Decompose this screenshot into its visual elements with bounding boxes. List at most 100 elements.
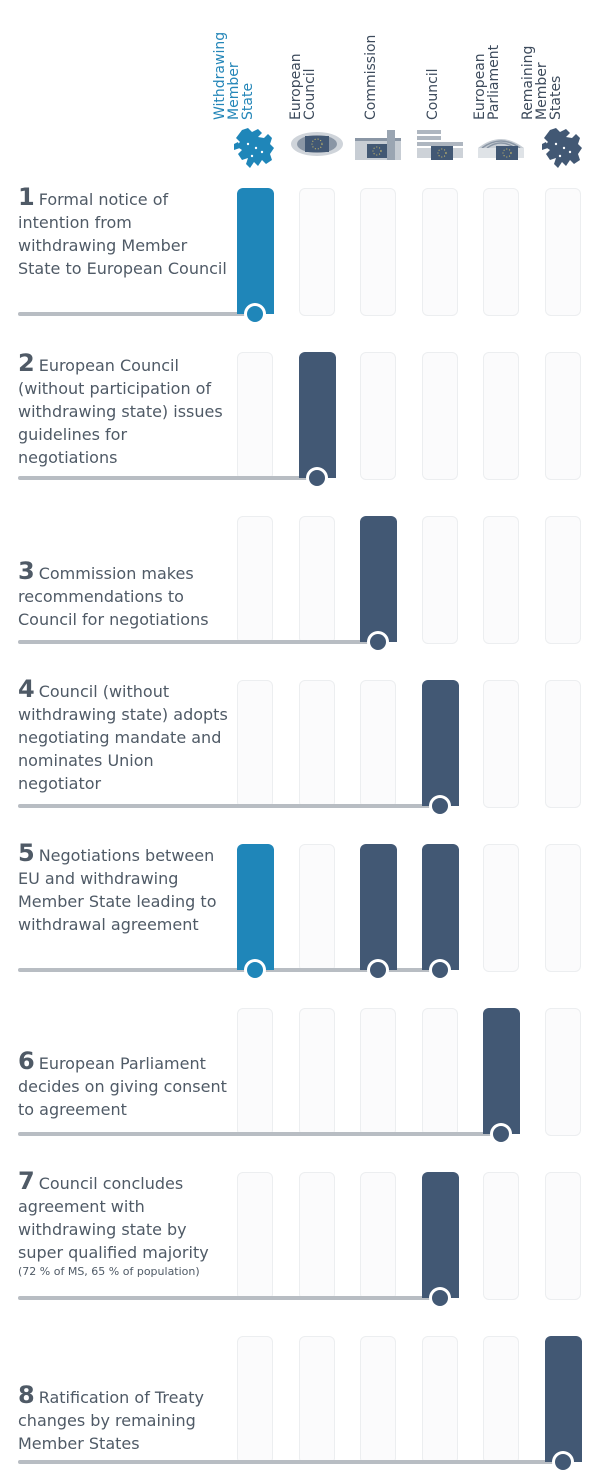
column-header-com: Commission <box>358 6 398 120</box>
empty-slot <box>360 1008 396 1136</box>
actor-bar-com <box>360 844 397 970</box>
step-text: European Parliament decides on giving co… <box>18 1054 227 1119</box>
step-node <box>244 303 266 325</box>
connector-line <box>18 968 440 972</box>
empty-slot <box>545 516 581 644</box>
empty-slot <box>545 352 581 480</box>
actor-bar-ec <box>299 352 336 478</box>
european-council-building-icon <box>290 124 344 178</box>
empty-slot <box>422 188 458 316</box>
empty-slot <box>545 1172 581 1300</box>
empty-slot <box>360 680 396 808</box>
connector-line <box>18 312 255 316</box>
column-header-cou: Council <box>420 6 460 120</box>
step-number: 2 <box>18 349 35 377</box>
actor-bar-rms <box>545 1336 582 1462</box>
empty-slot <box>360 352 396 480</box>
actor-bar-cou <box>422 680 459 806</box>
column-header-wms: Withdrawing Member State <box>212 6 275 120</box>
empty-slot <box>360 1336 396 1464</box>
empty-slot <box>483 516 519 644</box>
step-text: European Council (without participation … <box>18 356 223 467</box>
connector-line <box>18 1296 440 1300</box>
column-label: Remaining Member States <box>520 45 564 120</box>
column-label: Commission <box>363 34 379 120</box>
council-building-icon <box>413 124 467 178</box>
column-label: European Parliament <box>472 44 502 120</box>
empty-slot <box>422 1336 458 1464</box>
step-text: Formal notice of intention from withdraw… <box>18 190 227 278</box>
empty-slot <box>483 680 519 808</box>
empty-slot <box>299 188 335 316</box>
europe-map-icon <box>228 124 282 178</box>
step-text: Negotiations between EU and withdrawing … <box>18 846 217 934</box>
empty-slot <box>237 352 273 480</box>
empty-slot <box>545 680 581 808</box>
empty-slot <box>545 844 581 972</box>
step-number: 4 <box>18 675 35 703</box>
column-header-rms: Remaining Member States <box>520 6 583 120</box>
empty-slot <box>483 1336 519 1464</box>
step-node <box>306 467 328 489</box>
empty-slot <box>237 1336 273 1464</box>
connector-line <box>18 476 317 480</box>
column-header-ec: European Council <box>288 6 337 120</box>
parliament-building-icon <box>474 124 528 178</box>
step-number: 3 <box>18 557 35 585</box>
empty-slot <box>483 844 519 972</box>
empty-slot <box>483 1172 519 1300</box>
commission-building-icon <box>351 124 405 178</box>
empty-slot <box>237 516 273 644</box>
empty-slot <box>299 1336 335 1464</box>
connector-line <box>18 1132 501 1136</box>
empty-slot <box>483 188 519 316</box>
empty-slot <box>299 1008 335 1136</box>
step-note: (72 % of MS, 65 % of population) <box>18 1265 200 1278</box>
empty-slot <box>422 516 458 644</box>
empty-slot <box>360 188 396 316</box>
europe-map-icon <box>536 124 590 178</box>
step-number: 7 <box>18 1167 35 1195</box>
step-text: Council concludes agreement with withdra… <box>18 1174 209 1262</box>
empty-slot <box>422 352 458 480</box>
actor-bar-cou <box>422 844 459 970</box>
empty-slot <box>237 1172 273 1300</box>
actor-bar-wms <box>237 188 274 314</box>
empty-slot <box>422 1008 458 1136</box>
empty-slot <box>237 1008 273 1136</box>
empty-slot <box>299 680 335 808</box>
step-node <box>552 1451 574 1473</box>
empty-slot <box>237 680 273 808</box>
empty-slot <box>299 844 335 972</box>
step-text: Commission makes recommendations to Coun… <box>18 564 209 629</box>
actor-bar-wms <box>237 844 274 970</box>
empty-slot <box>299 516 335 644</box>
column-label: Council <box>425 68 441 120</box>
connector-line <box>18 640 378 644</box>
connector-line <box>18 804 440 808</box>
column-label: European Council <box>288 53 318 120</box>
empty-slot <box>360 1172 396 1300</box>
actor-bar-com <box>360 516 397 642</box>
step-number: 5 <box>18 839 35 867</box>
step-node <box>429 795 451 817</box>
step-text: Ratification of Treaty changes by remain… <box>18 1388 204 1453</box>
step-node <box>367 959 389 981</box>
step-node <box>429 1287 451 1309</box>
empty-slot <box>545 188 581 316</box>
empty-slot <box>545 1008 581 1136</box>
column-header-ep: European Parliament <box>472 6 521 120</box>
step-node <box>490 1123 512 1145</box>
step-node <box>429 959 451 981</box>
step-node <box>367 631 389 653</box>
column-label: Withdrawing Member State <box>212 31 256 120</box>
step-text: Council (without withdrawing state) adop… <box>18 682 228 793</box>
